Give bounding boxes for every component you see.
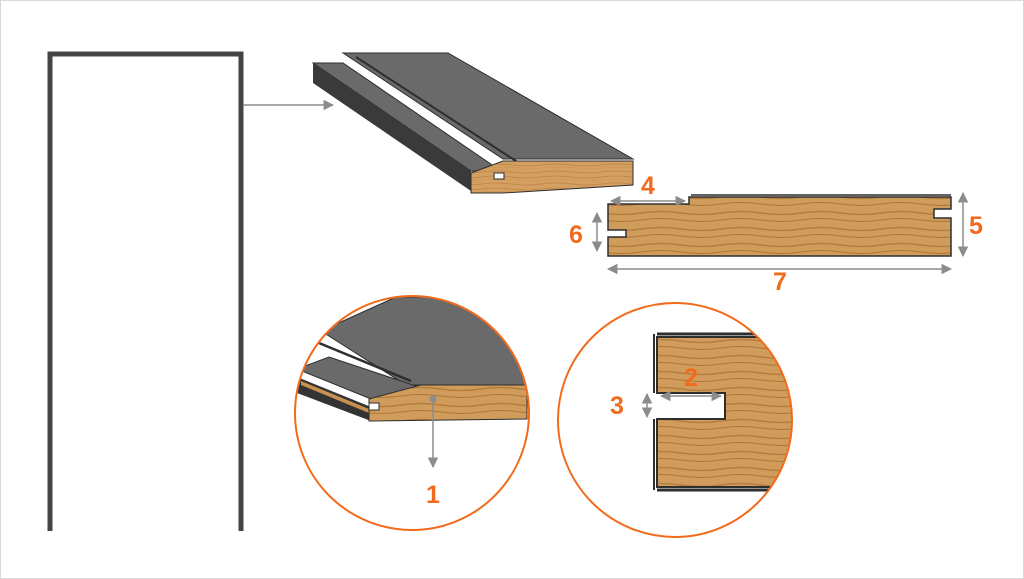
board-3d xyxy=(311,52,635,194)
door-frame-outline xyxy=(47,51,244,531)
label-4: 4 xyxy=(641,172,655,200)
callout-1-dot xyxy=(429,395,437,403)
cross-section-body xyxy=(607,196,952,257)
label-2: 2 xyxy=(684,364,698,392)
label-5: 5 xyxy=(969,212,983,240)
label-6: 6 xyxy=(569,221,583,249)
detail-circle-right: 2 3 xyxy=(557,302,793,538)
board-cross-section xyxy=(607,194,952,257)
label-3: 3 xyxy=(610,392,624,420)
label-1: 1 xyxy=(426,481,440,509)
detail-circle-left: 1 xyxy=(294,295,530,531)
label-7: 7 xyxy=(773,268,787,296)
